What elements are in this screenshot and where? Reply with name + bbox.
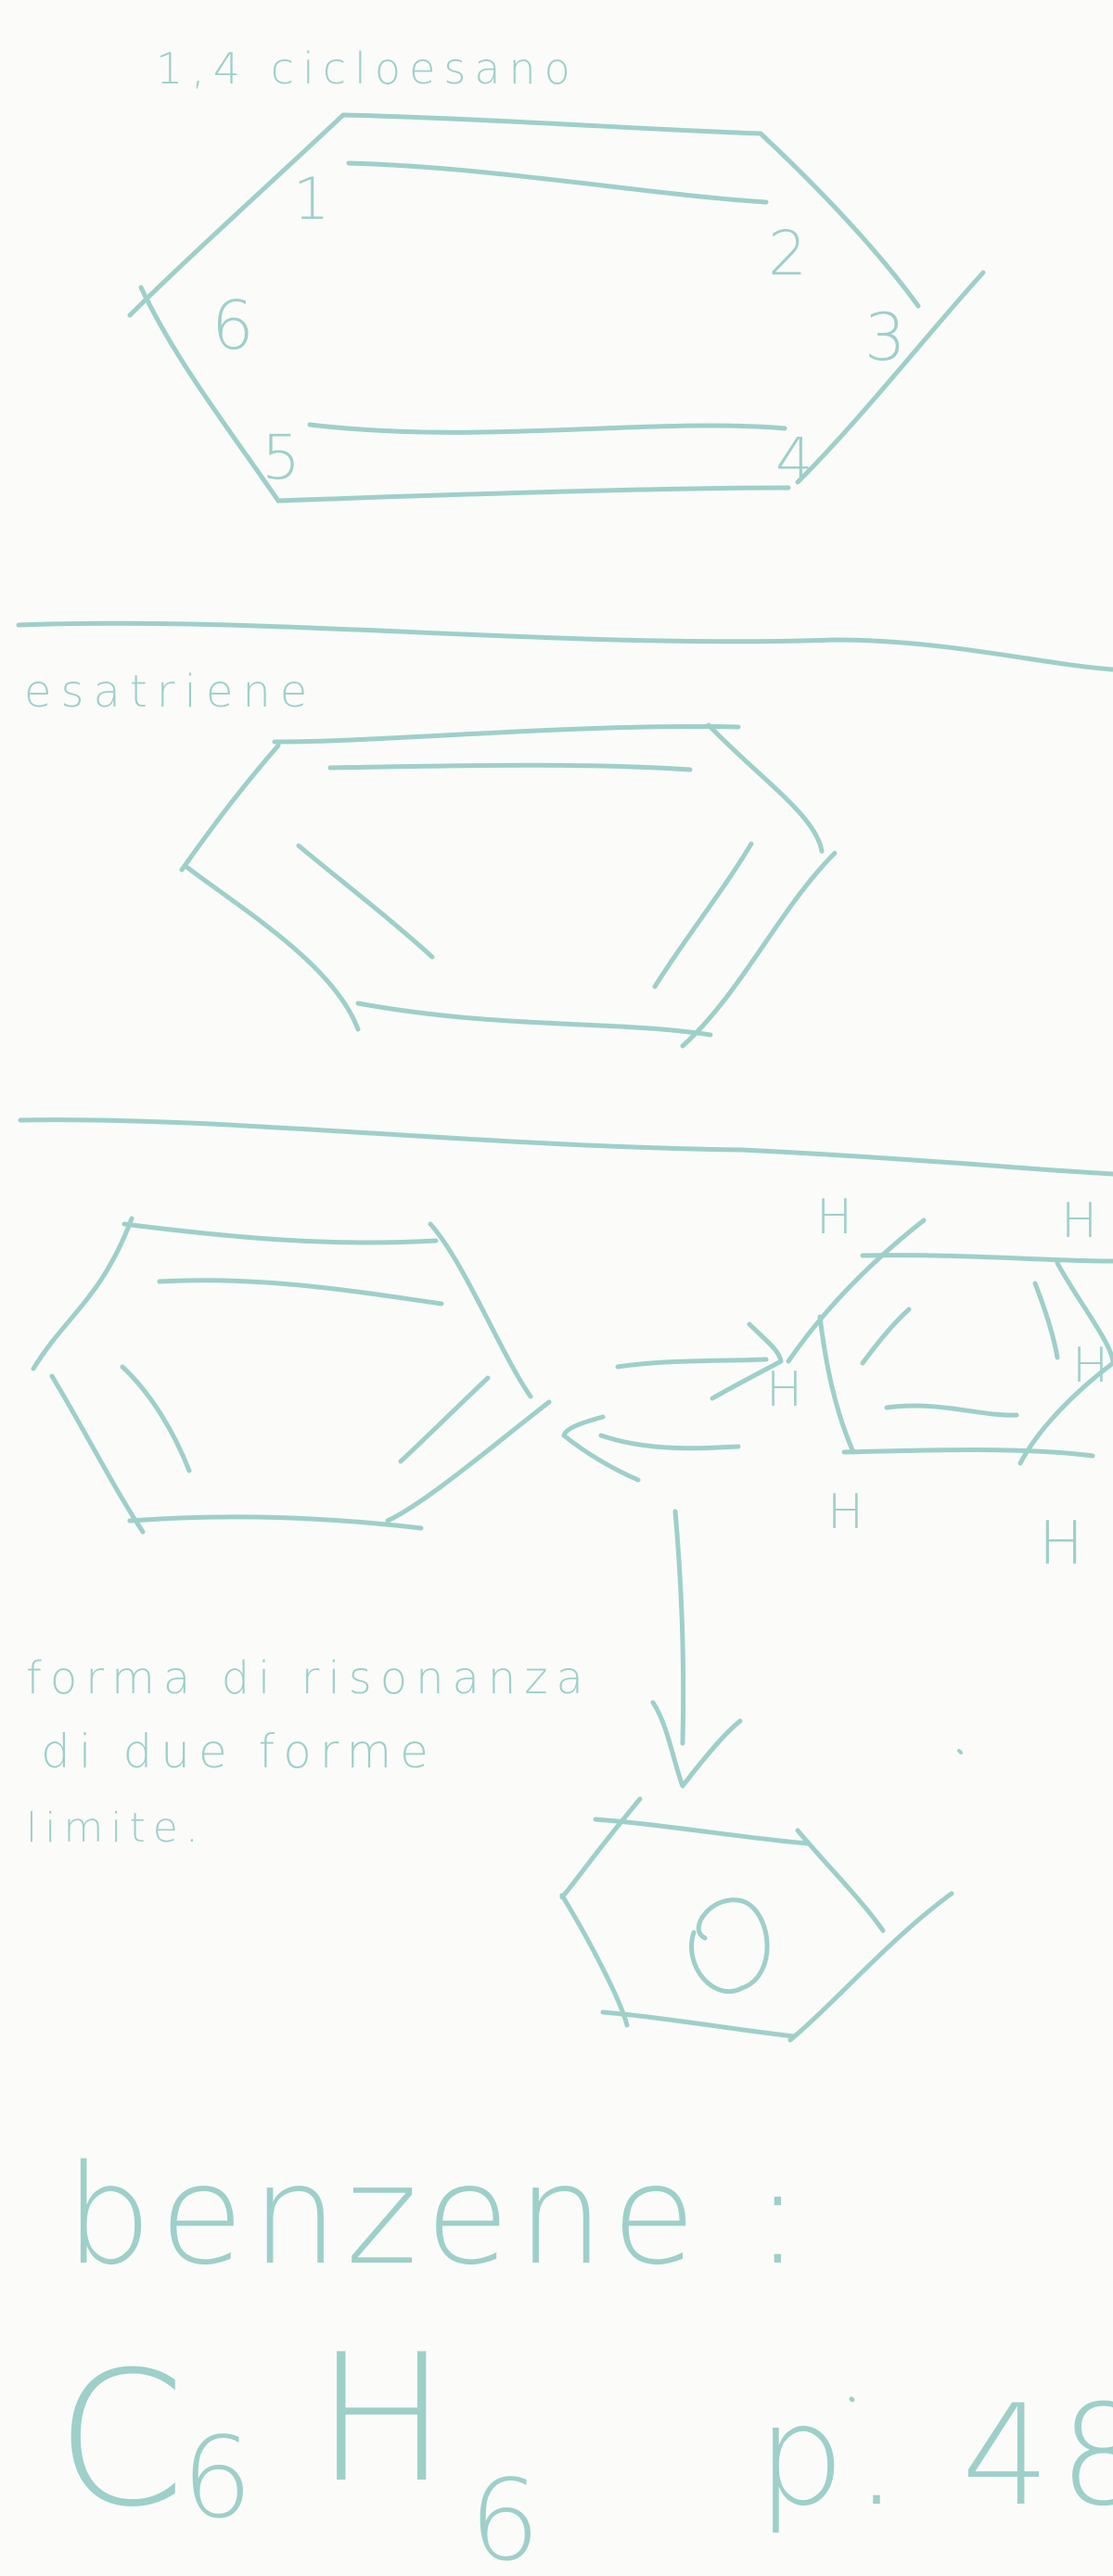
ring-edge bbox=[275, 485, 791, 504]
arrow-shaft-left bbox=[598, 1433, 741, 1451]
ring-edge bbox=[272, 723, 741, 745]
formula-hydrogen-subscript: 6 bbox=[469, 2457, 540, 2576]
hydrogen-label: H bbox=[816, 1190, 852, 1245]
resonance-text-line: forma di risonanza bbox=[26, 1652, 592, 1704]
vertex-number-1: 1 bbox=[293, 165, 329, 233]
resonance-text-line: limite. bbox=[26, 1804, 206, 1852]
double-bond-line bbox=[652, 841, 754, 989]
double-bond-line bbox=[327, 762, 693, 772]
ring-edge bbox=[340, 112, 763, 136]
ring-edge bbox=[706, 722, 825, 854]
double-bond-line bbox=[120, 1364, 192, 1473]
ring-edge bbox=[795, 1828, 886, 1933]
ring-edge bbox=[841, 1447, 1095, 1459]
ring-edge bbox=[122, 1221, 439, 1245]
double-bond-line bbox=[398, 1375, 491, 1464]
ring-edge bbox=[428, 1221, 533, 1399]
resonance-right-ring bbox=[786, 1218, 1113, 1466]
arrow-head-down bbox=[650, 1700, 743, 1789]
ring-edge bbox=[758, 131, 921, 309]
ring-edge bbox=[138, 285, 281, 504]
ring-edge bbox=[385, 1399, 552, 1524]
vertex-number-5: 5 bbox=[262, 422, 301, 493]
arrow-shaft-down bbox=[672, 1509, 686, 1746]
ring-edge bbox=[600, 2009, 797, 2039]
page-reference: p. 48 bbox=[757, 2376, 1113, 2537]
hydrogen-label: H bbox=[1072, 1338, 1108, 1394]
divider-line bbox=[16, 620, 1113, 672]
hydrogen-label: H bbox=[1061, 1193, 1097, 1249]
ring-edge bbox=[127, 112, 346, 318]
hydrogen-label: H bbox=[766, 1362, 802, 1418]
formula-hydrogen: H bbox=[315, 2316, 448, 2521]
ring-edge bbox=[817, 1314, 856, 1455]
ring-edge bbox=[680, 850, 838, 1049]
ring-edge bbox=[795, 270, 986, 485]
cyclohexadiene-ring bbox=[127, 112, 986, 504]
aromatic-circle bbox=[689, 1897, 770, 1995]
formula-dot bbox=[849, 2396, 855, 2403]
benzene-word: benzene : bbox=[65, 2136, 808, 2295]
vertex-number-2: 2 bbox=[768, 218, 807, 289]
benzene-ring-with-circle bbox=[559, 1796, 954, 2043]
down-arrow bbox=[650, 1509, 743, 1789]
ring-edge bbox=[1017, 1360, 1113, 1466]
resonance-left-ring bbox=[31, 1216, 552, 1535]
formula-carbon-subscript: 6 bbox=[182, 2415, 252, 2544]
formula-underline-hint bbox=[957, 1749, 963, 1754]
formula-carbon: C bbox=[56, 2332, 186, 2548]
ring-edge bbox=[127, 1514, 424, 1531]
double-bond-line bbox=[296, 843, 435, 960]
ring-edge bbox=[31, 1216, 134, 1371]
ring-edge bbox=[183, 863, 361, 1032]
double-bond-line bbox=[157, 1278, 444, 1307]
double-bond-line bbox=[884, 1403, 1019, 1418]
benzene-summary-strokes bbox=[849, 1749, 963, 2403]
ring-edge bbox=[179, 743, 281, 873]
hydrogen-label: H bbox=[1039, 1510, 1083, 1578]
resonance-text-line: di due forme bbox=[41, 1725, 437, 1779]
ring-edge bbox=[786, 1218, 927, 1364]
double-bond-line bbox=[307, 422, 787, 435]
vertex-number-6: 6 bbox=[211, 287, 254, 364]
vertex-number-3: 3 bbox=[864, 300, 906, 376]
ring-edge bbox=[49, 1373, 146, 1535]
divider-line bbox=[18, 1117, 1113, 1177]
double-bond-line bbox=[860, 1307, 912, 1366]
ring-edge bbox=[1055, 1260, 1113, 1366]
ring-edge bbox=[559, 1893, 630, 2028]
section-title-hexatriene: esatriene bbox=[24, 666, 316, 718]
ring-edge bbox=[787, 1891, 954, 2043]
hydrogen-label: H bbox=[827, 1485, 864, 1540]
arrow-head-right bbox=[710, 1321, 784, 1401]
resonance-double-arrow bbox=[561, 1321, 784, 1483]
ring-edge bbox=[860, 1253, 1113, 1264]
ring-edge bbox=[355, 1001, 713, 1038]
arrow-head-left bbox=[561, 1414, 641, 1483]
ring-edge bbox=[559, 1796, 643, 1900]
vertex-number-4: 4 bbox=[775, 427, 813, 495]
section-title-cyclohexadiene: 1,4 cicloesano bbox=[156, 44, 579, 94]
double-bond-line bbox=[346, 160, 769, 205]
arrow-shaft-right bbox=[615, 1357, 769, 1370]
ring-edge bbox=[593, 1817, 810, 1846]
double-bond-line bbox=[1032, 1281, 1060, 1360]
hexatriene-ring bbox=[179, 722, 838, 1049]
